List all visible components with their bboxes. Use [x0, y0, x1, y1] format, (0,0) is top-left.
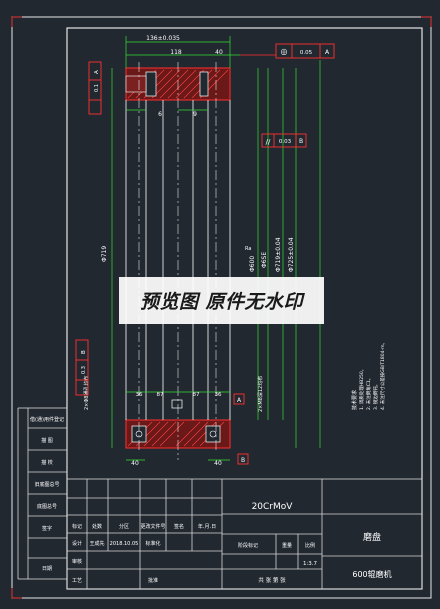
dim-bottom-right: 40 — [214, 460, 222, 467]
tech-note-2: 2. 未注倒角C1。 — [365, 376, 372, 410]
row-header-4: 签名 — [174, 523, 184, 530]
row-design-1: 王成先 — [89, 540, 104, 547]
title-product: 600辊磨机 — [352, 569, 391, 579]
watermark-text: 预览图 原件无水印 — [139, 291, 304, 313]
dim-bore-left: Φ719 — [101, 246, 108, 262]
datum-b-box — [237, 453, 249, 465]
row-header-2: 分区 — [119, 523, 129, 530]
body-outline — [125, 100, 231, 420]
dim-top-mid: 118 — [170, 49, 182, 56]
row-header-3: 更改文件号 — [140, 523, 165, 530]
tol-left-bottom-ref: B — [81, 350, 87, 354]
center-lines — [138, 62, 217, 460]
row-design-3: 标准化 — [145, 540, 160, 547]
dim-gap-right: 9 — [193, 111, 197, 118]
outer-frame — [11, 16, 432, 599]
dim-gap-left: 6 — [158, 111, 162, 118]
left-label-1: 旧底图总号 — [34, 481, 59, 488]
dim-top-right: 40 — [215, 49, 223, 56]
tolerance-frame-left-bottom — [75, 339, 89, 396]
row-design-0: 设计 — [72, 540, 82, 547]
left-side-table — [17, 407, 68, 580]
tol-left-top-ref: A — [94, 70, 100, 74]
dim-dia-2: Φ6SE — [261, 252, 268, 268]
dimension-lines — [111, 36, 321, 461]
tol-top-value: 0.05 — [300, 50, 313, 56]
tol-mid-ref: B — [299, 138, 303, 145]
corner-marks — [11, 16, 432, 599]
tol-top-symbol: ◎ — [281, 47, 288, 56]
key-slot — [171, 399, 183, 409]
tech-note-3: 3. 锐边倒钝。 — [372, 382, 379, 410]
tech-note-0: 技术要求 — [351, 390, 358, 410]
title-scale: 1:3.7 — [303, 561, 318, 567]
dim-dia-1: Φ600 — [249, 256, 256, 272]
title-sheet: 共 张 第 张 — [258, 576, 286, 584]
datum-b-label: B — [241, 457, 245, 464]
dim-bottom-2: 87 — [157, 392, 164, 398]
left-label-top-1: 描 校 — [41, 459, 53, 466]
row-header-5: 年.月.日 — [198, 523, 216, 530]
tech-note-4: 4. 未注尺寸公差按GB/T1804-m。 — [379, 340, 386, 410]
dim-bottom-3: 87 — [193, 392, 200, 398]
title-block — [66, 478, 423, 590]
hole-note-right: 2×M8深12均布 — [257, 376, 264, 412]
tolerance-frame-left-top — [88, 61, 102, 115]
row-approve: 批准 — [148, 577, 158, 584]
dim-bottom-1: 36 — [136, 392, 143, 398]
tol-mid-symbol: // — [266, 138, 271, 146]
title-weight-label: 重量 — [282, 542, 292, 549]
tech-note-1: 1. 调质处理HB250。 — [358, 367, 365, 410]
left-label-4: 日期 — [42, 566, 52, 572]
datum-a-box — [233, 393, 245, 405]
title-stage-label: 阶段标记 — [238, 542, 258, 549]
left-label-0: 借(通)用件登记 — [30, 416, 64, 423]
dim-bottom-4: 36 — [215, 392, 222, 398]
tol-left-top-value: 0.1 — [94, 84, 100, 92]
title-material: 20CrMoV — [252, 502, 294, 512]
tol-left-bottom-value: 0.3 — [81, 366, 87, 374]
tolerance-frame-top-right — [240, 43, 335, 59]
title-scale-label: 比例 — [305, 542, 315, 549]
watermark-banner: 预览图 原件无水印 — [119, 277, 324, 324]
dim-top-overall: 136±0.035 — [146, 35, 180, 42]
title-part-name: 磨盘 — [363, 531, 381, 543]
dim-bottom-left: 40 — [131, 460, 139, 467]
technical-notes: 技术要求 1. 调质处理HB250。 2. 未注倒角C1。 3. 锐边倒钝。 4… — [351, 340, 386, 410]
dim-dia-3: Φ719±0.04 — [275, 237, 282, 272]
row-header-0: 标记 — [72, 523, 82, 530]
dim-dia-4: Φ725±0.04 — [288, 237, 295, 272]
tol-top-ref: A — [325, 49, 330, 56]
left-label-top-0: 描 图 — [41, 437, 53, 444]
surface-roughness: Ra — [245, 246, 251, 252]
row-process: 工艺 — [72, 578, 82, 584]
left-label-3: 签字 — [42, 525, 52, 532]
left-label-2: 底图总号 — [37, 503, 57, 510]
datum-a-label: A — [237, 397, 242, 404]
row-review: 审核 — [72, 558, 82, 565]
tolerance-frame-mid — [261, 133, 307, 148]
row-header-1: 处数 — [92, 523, 102, 530]
hole-note-left: 2×Φ8通孔均布 — [83, 376, 90, 411]
tol-mid-value: 0.03 — [279, 139, 292, 145]
row-design-2: 2018.10.05 — [110, 541, 139, 547]
